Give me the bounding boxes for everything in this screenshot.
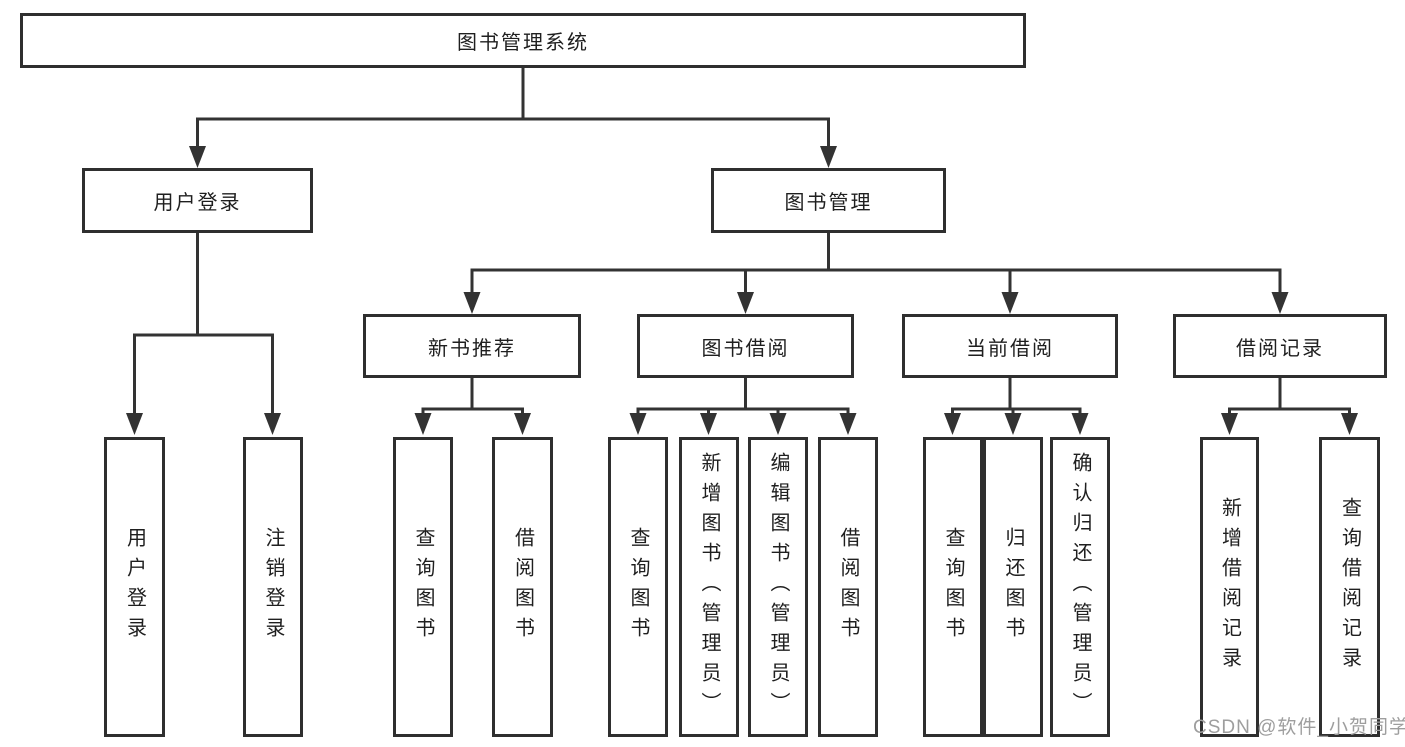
leaf-borrow-books-recommend: 借阅图书 xyxy=(492,437,553,737)
connector-root-to-branches xyxy=(189,68,837,168)
leaf-query-books-borrow: 查询图书 xyxy=(608,437,668,737)
node-current-borrow: 当前借阅 xyxy=(902,314,1118,378)
node-new-book-recommend: 新书推荐 xyxy=(363,314,581,378)
leaf-borrow-books: 借阅图书 xyxy=(818,437,878,737)
connector-current-borrow-to-leaves xyxy=(944,378,1089,435)
leaf-query-books-recommend: 查询图书 xyxy=(393,437,453,737)
leaf-query-borrow-record: 查询借阅记录 xyxy=(1319,437,1380,737)
node-book-management-branch: 图书管理 xyxy=(711,168,946,233)
csdn-watermark: CSDN @软件_小贺同学 xyxy=(1193,717,1405,738)
leaf-add-borrow-record: 新增借阅记录 xyxy=(1200,437,1259,737)
connector-user-login-to-leaves xyxy=(126,233,281,435)
connector-book-borrow-to-leaves xyxy=(629,378,857,435)
connector-new-book-recommend-to-leaves xyxy=(414,378,531,435)
leaf-user-login: 用户登录 xyxy=(104,437,165,737)
leaf-add-book-admin: 新增图书（管理员） xyxy=(679,437,739,737)
leaf-query-books-current: 查询图书 xyxy=(923,437,983,737)
leaf-confirm-return-admin: 确认归还（管理员） xyxy=(1050,437,1110,737)
node-user-login-branch: 用户登录 xyxy=(82,168,313,233)
connector-book-management-to-level3 xyxy=(463,233,1289,314)
node-root-system: 图书管理系统 xyxy=(20,13,1026,68)
node-book-borrow: 图书借阅 xyxy=(637,314,854,378)
leaf-return-book: 归还图书 xyxy=(983,437,1043,737)
leaf-edit-book-admin: 编辑图书（管理员） xyxy=(748,437,808,737)
leaf-logout: 注销登录 xyxy=(243,437,303,737)
node-borrow-records: 借阅记录 xyxy=(1173,314,1387,378)
connector-borrow-records-to-leaves xyxy=(1221,378,1358,435)
